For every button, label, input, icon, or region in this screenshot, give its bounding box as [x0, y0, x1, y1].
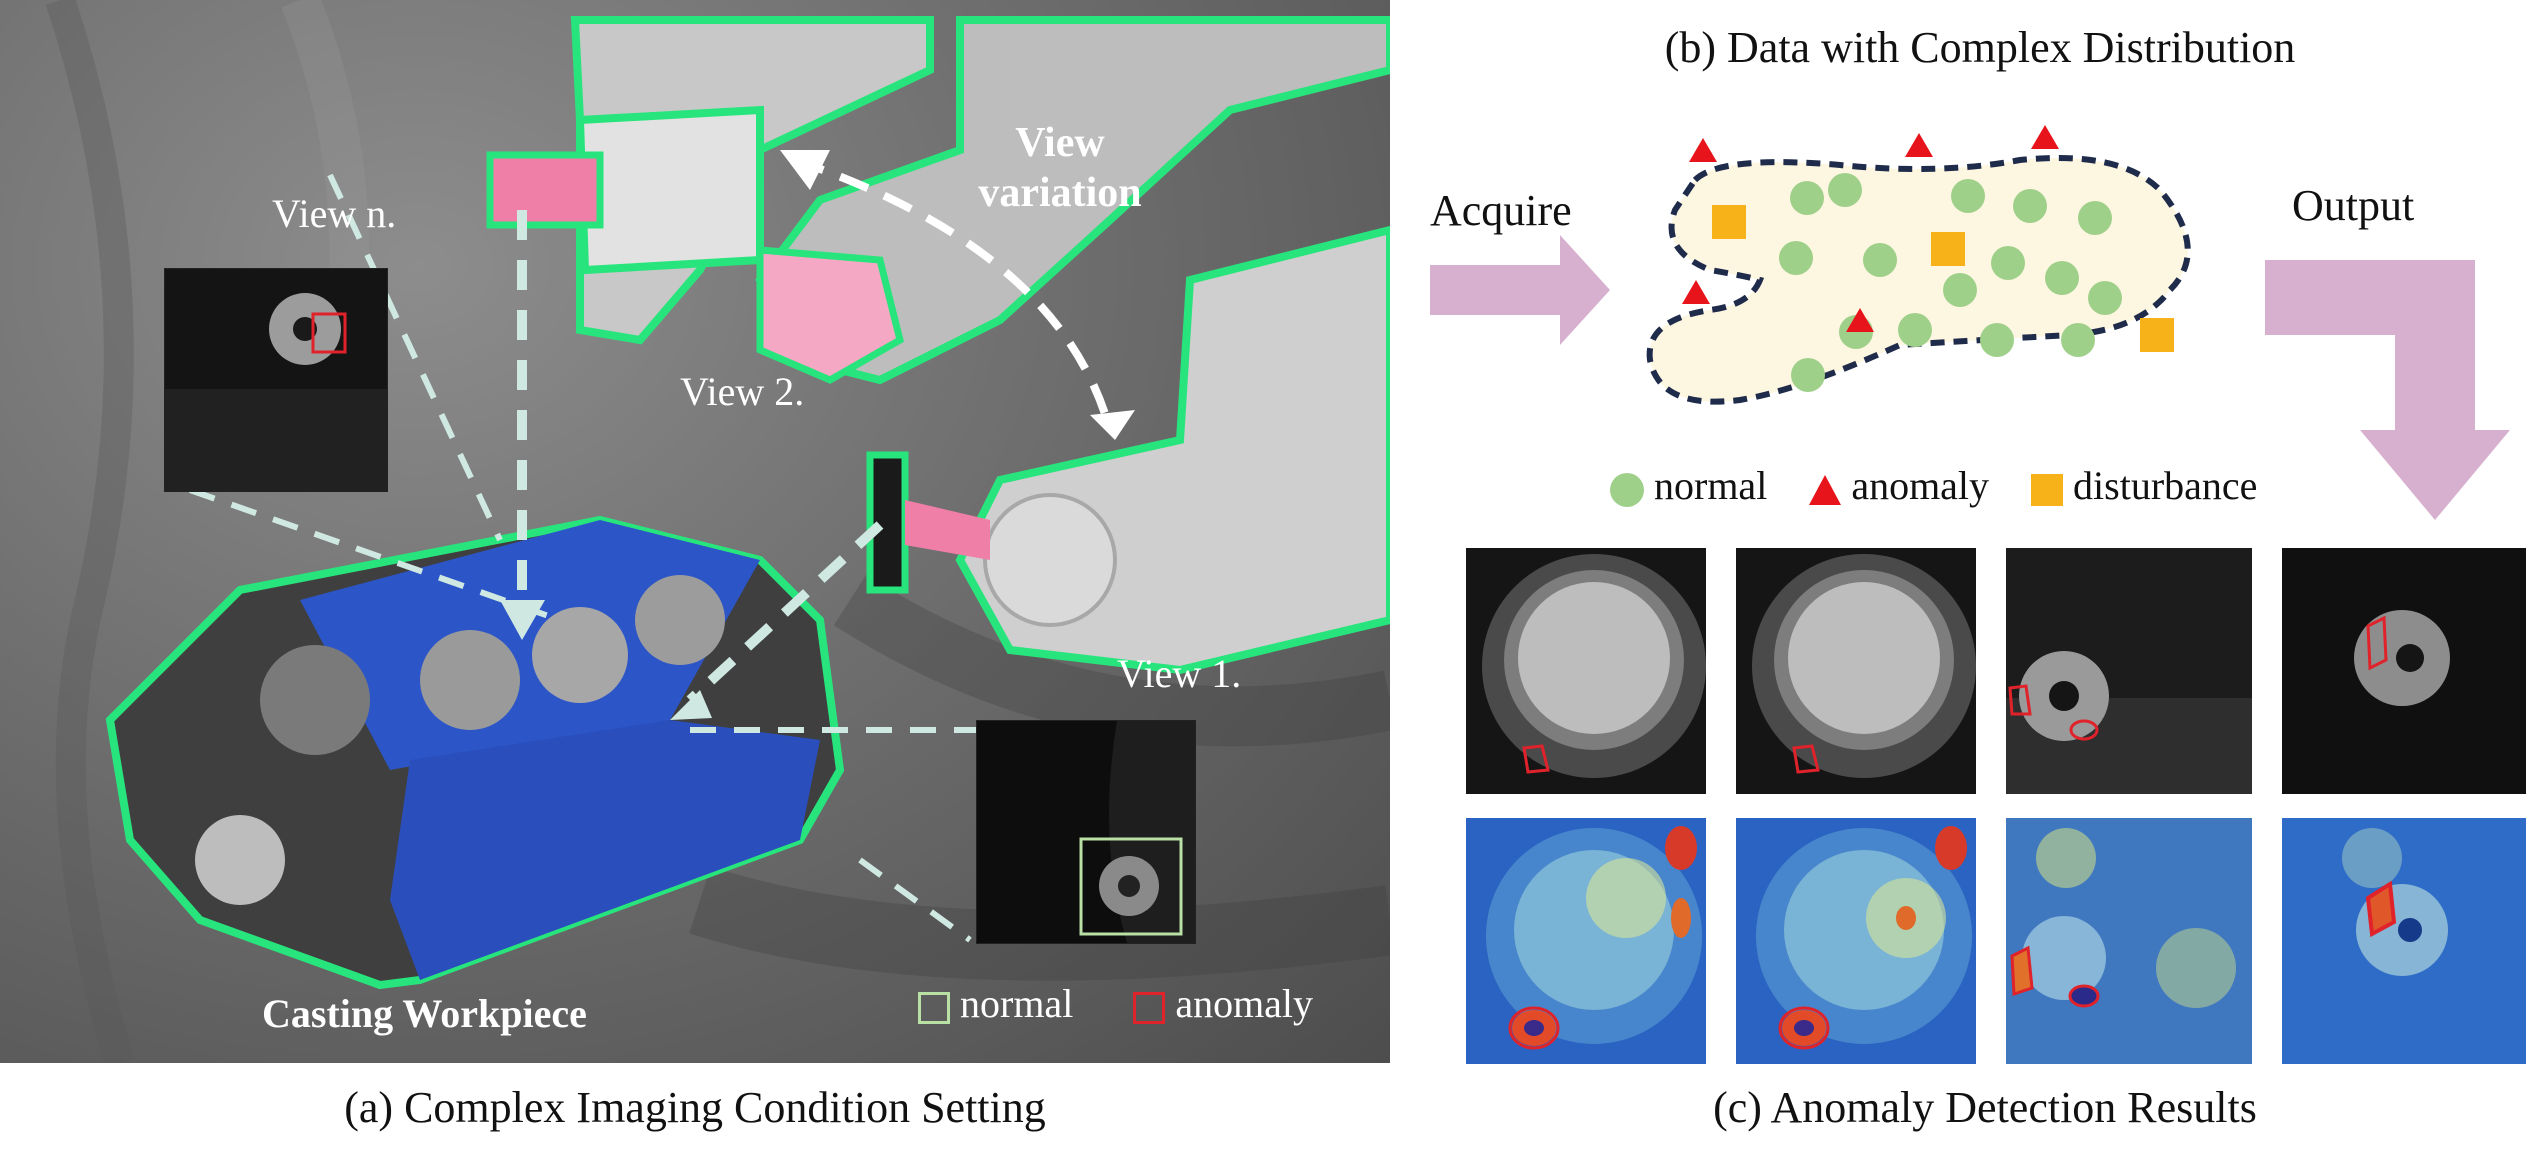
inset-normal-box [1079, 837, 1183, 936]
legend-anomaly-box [1133, 991, 1166, 1024]
acquire-label: Acquire [1430, 186, 1572, 235]
photo-illustration [45, 0, 1390, 1063]
view-2-label: View 2. [680, 369, 805, 414]
legend-normal-box [918, 991, 950, 1024]
acquire-arrow [1430, 235, 1610, 345]
view-1-label: View 1. [1117, 651, 1242, 696]
view-variation-arrow [793, 156, 1114, 432]
legend-panel-b: normal anomaly disturbance [1610, 462, 2257, 509]
legend-normal-dot [1610, 472, 1644, 507]
result-image-3 [2006, 548, 2252, 794]
anomaly-points [1682, 125, 2059, 332]
legend-normal-text: normal [960, 981, 1074, 1026]
legend-disturbance-label: disturbance [2073, 463, 2258, 508]
view-variation-label: View variation [970, 118, 1150, 219]
distribution-region [1646, 155, 2191, 405]
result-image-4 [2282, 548, 2526, 794]
camera-sensor [866, 451, 909, 594]
legend-panel-a: normal anomaly [918, 980, 1313, 1027]
output-arrow [2265, 260, 2510, 520]
normal-points [1779, 173, 2122, 392]
view-variation-line2: variation [978, 170, 1142, 217]
caption-panel-a: (a) Complex Imaging Condition Setting [344, 1083, 1046, 1132]
imaging-setting-photo: View n. View 2. View 1. View variation C… [0, 0, 1390, 1063]
legend-disturbance-square [2031, 473, 2064, 506]
inset-anomaly-box [311, 312, 347, 354]
result-image-1 [1466, 548, 1706, 794]
caption-panel-b: (b) Data with Complex Distribution [1664, 23, 2296, 72]
legend-anomaly-text: anomaly [1175, 981, 1314, 1026]
view-variation-line1: View [1015, 120, 1105, 166]
distribution-diagram [1430, 125, 2510, 520]
result-heatmap-3 [2006, 818, 2252, 1064]
inset-view-1 [976, 720, 1196, 944]
result-heatmap-1 [1466, 818, 1706, 1064]
legend-anomaly-triangle [1809, 474, 1842, 505]
inset-view-n [164, 268, 388, 492]
legend-anomaly-label: anomaly [1851, 463, 1990, 508]
result-heatmap-4 [2282, 818, 2526, 1064]
result-image-2 [1736, 548, 1976, 794]
view-n-label: View n. [272, 191, 397, 236]
legend-normal-label: normal [1654, 463, 1768, 508]
robot-arm-middle [755, 16, 1390, 385]
caption-panel-c: (c) Anomaly Detection Results [1713, 1083, 2257, 1132]
disturbance-points [1712, 205, 2174, 352]
output-label: Output [2292, 181, 2415, 230]
casting-workpiece-label: Casting Workpiece [262, 991, 587, 1036]
result-heatmap-2 [1736, 818, 1976, 1064]
